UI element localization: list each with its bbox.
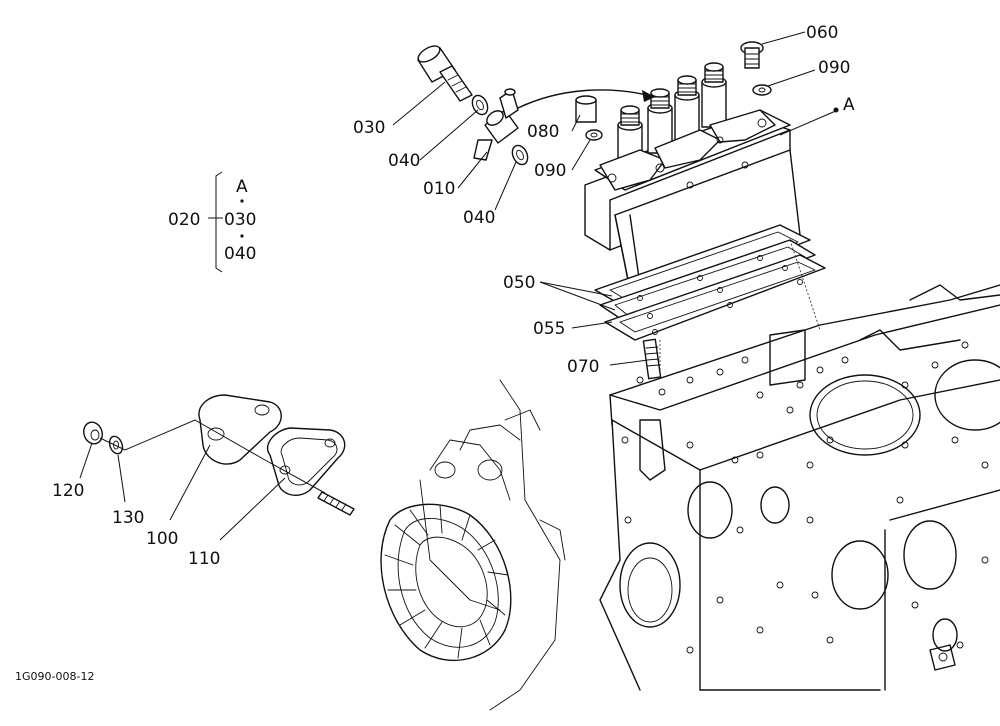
washer-040-lower: [511, 144, 529, 166]
gasket-110: [266, 427, 346, 496]
washer-040-upper: [471, 94, 489, 116]
bracket-item-A: A: [236, 177, 248, 197]
callout-090-b: 090: [818, 58, 850, 78]
nut-120: [83, 421, 103, 445]
banjo-bolt-030: [417, 45, 473, 102]
leader-lines: [79, 31, 839, 541]
callout-020: 020: [168, 210, 200, 230]
callout-040-b: 040: [463, 208, 495, 228]
stud-left: [317, 491, 355, 516]
banjo-fitting-010: [473, 88, 519, 161]
callout-040-a: 040: [388, 151, 420, 171]
engine-block: [599, 284, 1000, 691]
bracket-item-030: 030: [224, 210, 256, 230]
callout-130: 130: [112, 508, 144, 528]
bracket-020: [208, 171, 244, 273]
callout-ref-A: A: [843, 95, 855, 115]
bracket-item-040: 040: [224, 244, 256, 264]
callout-060: 060: [806, 23, 838, 43]
callout-030: 030: [353, 118, 385, 138]
drawing-code: 1G090-008-12: [15, 670, 94, 683]
injection-pump: [584, 62, 801, 291]
assembly-arrow: [517, 89, 656, 109]
gear-case: [380, 379, 566, 711]
screw-060: [740, 41, 764, 69]
callout-110: 110: [188, 549, 220, 569]
callout-100: 100: [146, 529, 178, 549]
cover-plate-100: [198, 394, 282, 465]
callout-055: 055: [533, 319, 565, 339]
washer-090-right: [752, 84, 772, 96]
callout-120: 120: [52, 481, 84, 501]
washer-130: [108, 435, 124, 455]
assembly-center-line: [99, 419, 326, 494]
reference-dot-A: [833, 107, 839, 113]
callout-090-a: 090: [534, 161, 566, 181]
callout-080: 080: [527, 122, 559, 142]
callout-070: 070: [567, 357, 599, 377]
stud-070: [642, 338, 662, 380]
washer-090-left: [585, 129, 603, 141]
plug-080: [575, 95, 597, 123]
gaskets: [594, 224, 826, 380]
gear-wheel: [380, 503, 512, 662]
block-bolt-holes: [621, 341, 989, 654]
callout-010: 010: [423, 179, 455, 199]
callout-050: 050: [503, 273, 535, 293]
